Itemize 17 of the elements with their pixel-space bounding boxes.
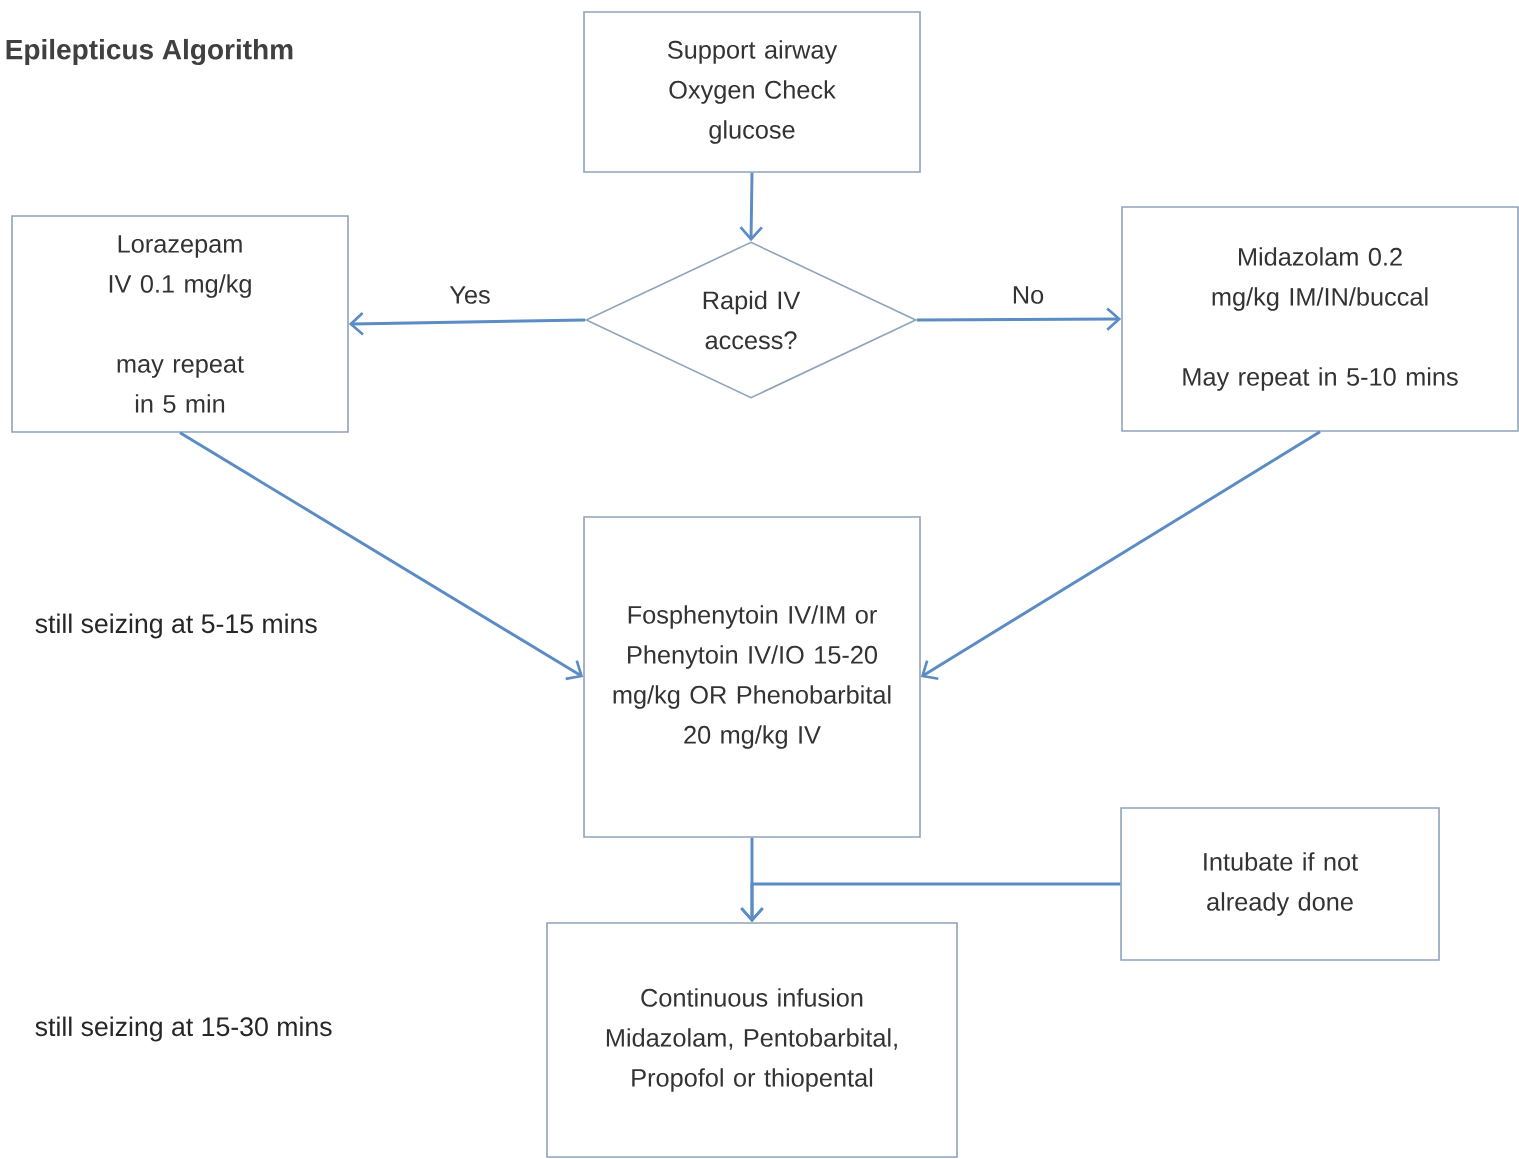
arrow (179, 431, 584, 681)
arrow (740, 882, 1121, 923)
arrow (739, 172, 763, 242)
process-box: Lorazepam IV 0.1 mg/kg may repeat in 5 min (11, 215, 349, 433)
arrow (348, 312, 586, 336)
title: Epilepticus Algorithm (6, 38, 293, 66)
note: still seizing at 5-15 mins (35, 613, 317, 639)
process-box: Intubate if not already done (1120, 807, 1440, 961)
process-box: Continuous infusion Midazolam, Pentobarbital, Propofol or thiopental (546, 922, 958, 1158)
process-box: Midazolam 0.2 mg/kg IM/IN/buccal May repeat in 5-10 mins (1121, 206, 1519, 432)
process-box: Support airway Oxygen Check glucose (583, 11, 921, 173)
arrow (916, 307, 1122, 331)
note: still seizing at 15-30 mins (35, 1016, 332, 1042)
edge-label: No (1010, 284, 1046, 306)
arrow (920, 430, 1321, 681)
edge-label: Yes (448, 284, 492, 306)
process-box: Fosphenytoin IV/IM or Phenytoin IV/IO 15-20 mg/kg OR Phenobarbital 20 mg/kg IV (583, 516, 921, 838)
